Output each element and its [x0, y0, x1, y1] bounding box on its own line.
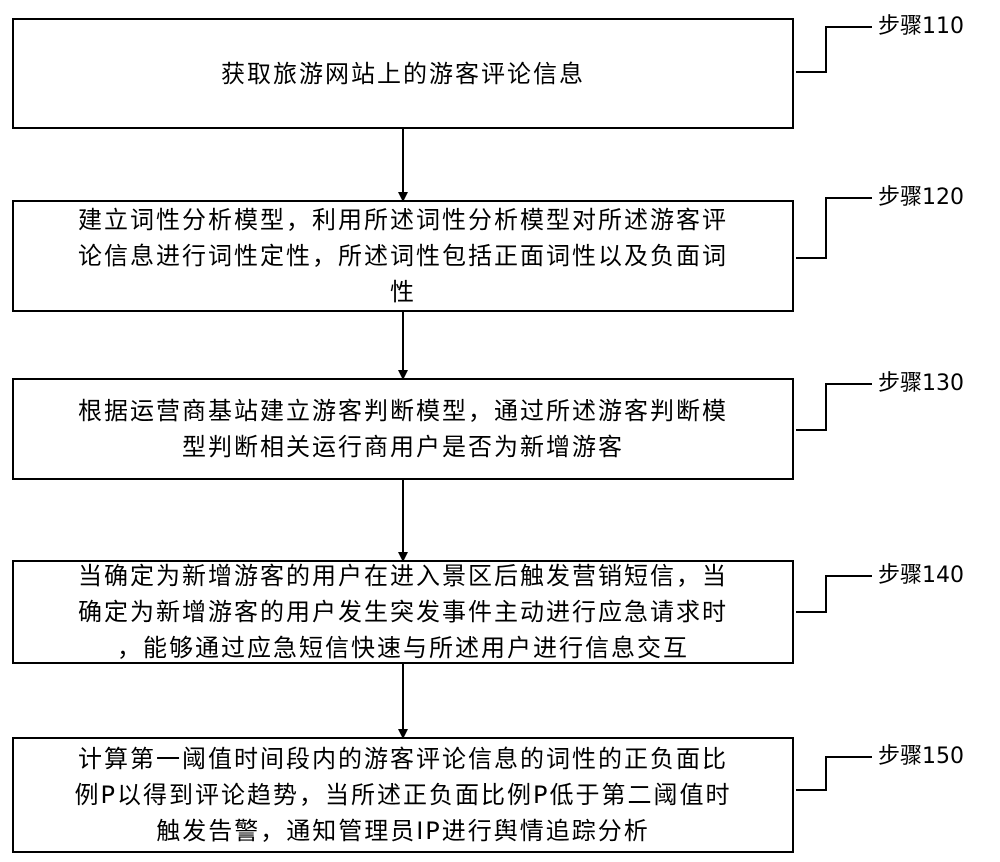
leader-step-130	[796, 383, 872, 431]
leader-step-150	[796, 756, 872, 791]
step-120-box: 建立词性分析模型，利用所述词性分析模型对所述游客评 论信息进行词性定性，所述词性…	[12, 200, 794, 312]
step-150-label: 步骤150	[878, 744, 964, 769]
step-150-box: 计算第一阈值时间段内的游客评论信息的词性的正负面比 例P以得到评论趋势，当所述正…	[12, 737, 794, 853]
leader-step-140	[796, 575, 872, 613]
step-150-text: 计算第一阈值时间段内的游客评论信息的词性的正负面比 例P以得到评论趋势，当所述正…	[74, 745, 732, 845]
step-140-text: 当确定为新增游客的用户在进入景区后触发营销短信，当 确定为新增游客的用户发生突发…	[78, 562, 728, 662]
step-110-box: 获取旅游网站上的游客评论信息	[12, 18, 794, 129]
step-130-box: 根据运营商基站建立游客判断模型，通过所述游客判断模 型判断相关运行商用户是否为新…	[12, 378, 794, 480]
step-140-box: 当确定为新增游客的用户在进入景区后触发营销短信，当 确定为新增游客的用户发生突发…	[12, 560, 794, 664]
step-120-label: 步骤120	[878, 185, 964, 210]
step-140-label: 步骤140	[878, 563, 964, 588]
leader-step-120	[796, 197, 872, 259]
step-120-text: 建立词性分析模型，利用所述词性分析模型对所述游客评 论信息进行词性定性，所述词性…	[78, 206, 728, 306]
step-130-text: 根据运营商基站建立游客判断模型，通过所述游客判断模 型判断相关运行商用户是否为新…	[78, 397, 728, 461]
step-110-label: 步骤110	[878, 14, 964, 39]
step-130-label: 步骤130	[878, 371, 964, 396]
leader-step-110	[796, 26, 872, 73]
step-110-text: 获取旅游网站上的游客评论信息	[221, 59, 585, 88]
